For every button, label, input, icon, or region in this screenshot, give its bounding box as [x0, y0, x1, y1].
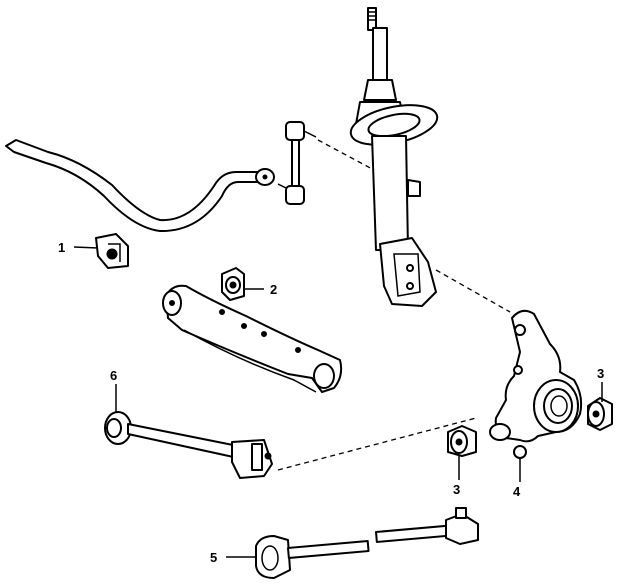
callout-2: 2 [244, 282, 277, 297]
arm-bushing-part [221, 267, 245, 301]
callout-5: 5 [210, 550, 256, 565]
callout-1-label: 1 [58, 240, 65, 255]
assembly-guide-lines [277, 139, 511, 471]
callout-1: 1 [58, 240, 99, 255]
callout-3-right: 3 [597, 366, 604, 402]
callout-3-lower-label: 3 [453, 482, 460, 497]
callout-3-lower: 3 [453, 456, 460, 497]
rear-rod-part [255, 507, 479, 579]
shock-absorber-strut [349, 7, 439, 307]
callout-3-right-label: 3 [597, 366, 604, 381]
callout-6: 6 [110, 368, 117, 412]
lateral-rod-part [104, 411, 273, 479]
callout-2-label: 2 [270, 282, 277, 297]
steering-knuckle-part [489, 309, 583, 459]
callout-4: 4 [513, 458, 521, 499]
rod-bushing-part [447, 425, 477, 457]
lower-control-arm [162, 284, 343, 393]
callout-6-label: 6 [110, 368, 117, 383]
callout-4-label: 4 [513, 484, 521, 499]
stabilizer-link [277, 121, 317, 205]
stabilizer-bar [5, 139, 275, 233]
stabilizer-bushing-part [95, 233, 129, 269]
callout-5-label: 5 [210, 550, 217, 565]
knuckle-bushing-part [587, 397, 613, 431]
